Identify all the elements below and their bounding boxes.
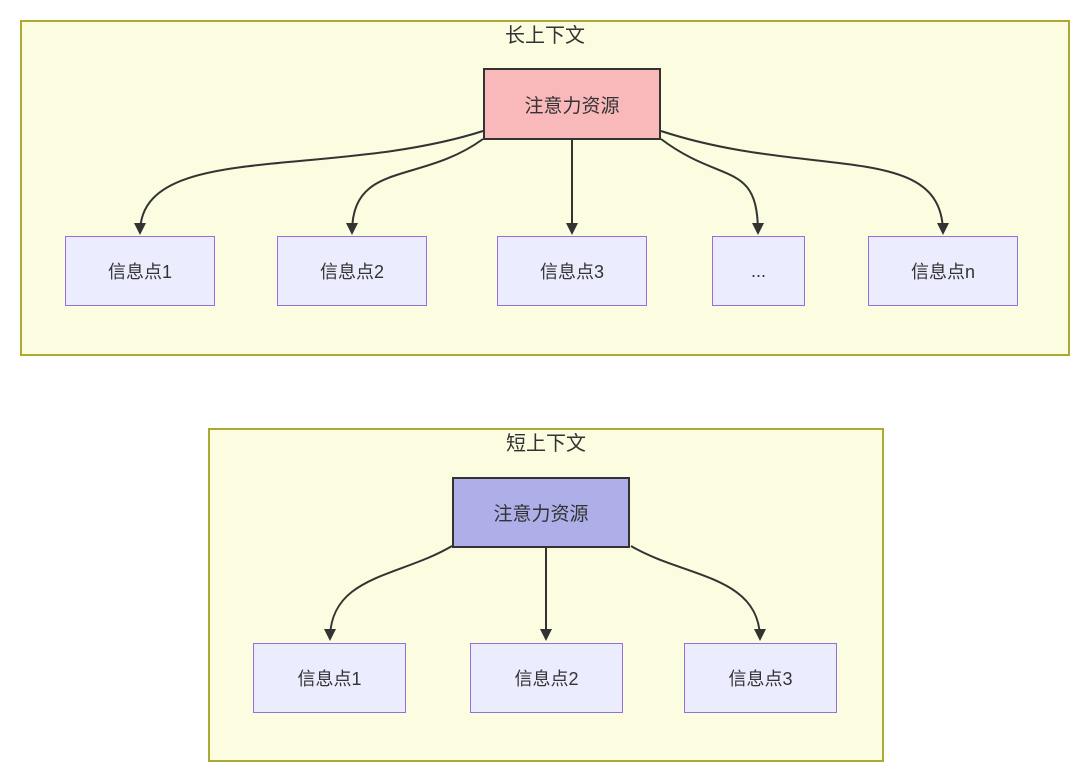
attention-node-short: 注意力资源 bbox=[452, 477, 630, 548]
short-context-title: 短上下文 bbox=[506, 433, 586, 455]
info-node-short-1: 信息点1 bbox=[253, 643, 406, 713]
info-node-long-n: 信息点n bbox=[868, 236, 1018, 306]
long-context-title: 长上下文 bbox=[505, 25, 585, 47]
info-node-long-2: 信息点2 bbox=[277, 236, 427, 306]
info-node-long-1: 信息点1 bbox=[65, 236, 215, 306]
info-node-short-3: 信息点3 bbox=[684, 643, 837, 713]
info-node-long-ellipsis: ... bbox=[712, 236, 805, 306]
info-node-long-3: 信息点3 bbox=[497, 236, 647, 306]
attention-node-long: 注意力资源 bbox=[483, 68, 661, 140]
info-node-short-2: 信息点2 bbox=[470, 643, 623, 713]
